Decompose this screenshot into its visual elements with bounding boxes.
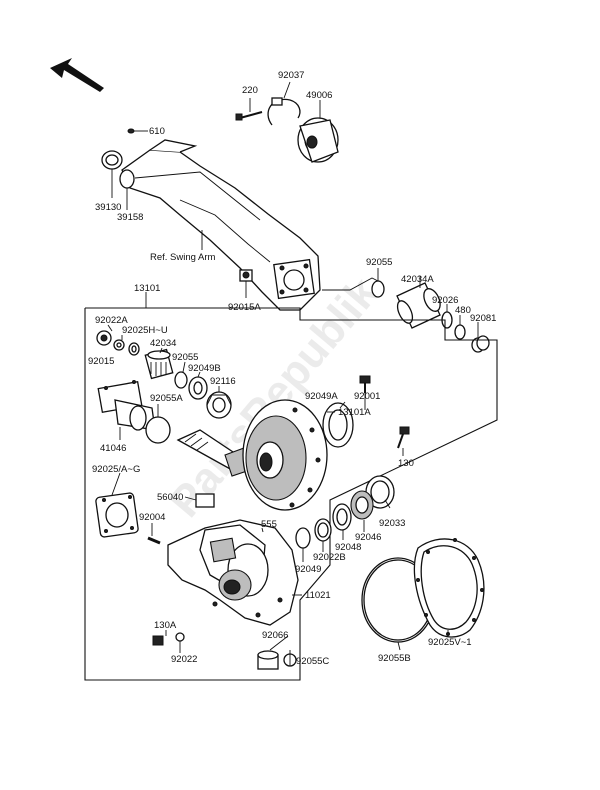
washer-92022 (175, 632, 185, 642)
bearing-92049 (295, 527, 311, 549)
bushing-610 (127, 128, 135, 134)
bolt-130 (397, 426, 410, 449)
label-92046: 92046 (355, 532, 381, 543)
bearing-92116 (206, 391, 232, 419)
label-92004: 92004 (139, 512, 165, 523)
ring-gear-13101A (242, 399, 328, 511)
label-ref-swing-arm: Ref. Swing Arm (150, 252, 216, 263)
boot-49006 (297, 117, 339, 163)
label-92025HU: 92025H~U (122, 325, 168, 336)
gear-case-11021 (167, 519, 299, 626)
ring-92033 (365, 475, 395, 509)
label-220: 220 (242, 85, 258, 96)
o-ring-92055B (361, 557, 435, 643)
bearing-92046 (350, 490, 374, 520)
bolt-130A (152, 635, 164, 646)
label-92022A: 92022A (95, 315, 128, 326)
bushing-39130 (101, 150, 123, 170)
label-92116: 92116 (210, 376, 236, 387)
boot-41046 (97, 380, 156, 431)
front-direction-arrow-icon (50, 58, 104, 92)
washer-92022A (113, 339, 125, 351)
label-92055C: 92055C (296, 656, 329, 667)
label-92049A: 92049A (305, 391, 338, 402)
label-42034A: 42034A (401, 274, 434, 285)
bolt-92001 (359, 375, 371, 393)
label-130A: 130A (154, 620, 177, 631)
o-ring-92055A (145, 416, 171, 444)
label-13101A: 13101A (338, 407, 371, 418)
swing-arm (119, 139, 321, 311)
label-39130: 39130 (95, 202, 121, 213)
spring-92081 (471, 335, 490, 353)
label-92025AG: 92025/A~G (92, 464, 140, 475)
shim-92022B (314, 518, 332, 542)
assembly-box-13101 (84, 307, 498, 681)
label-13101: 13101 (134, 283, 160, 294)
label-610: 610 (149, 126, 165, 137)
bearing-92048 (332, 503, 352, 531)
bearing-92049B (188, 376, 208, 400)
bolt-220 (235, 111, 263, 121)
label-130: 130 (398, 458, 414, 469)
label-92048: 92048 (335, 542, 361, 553)
shim-92025HU (128, 342, 140, 356)
label-92022B: 92022B (313, 552, 346, 563)
label-49006: 49006 (306, 90, 332, 101)
label-92055A: 92055A (150, 393, 183, 404)
label-92055B: 92055B (378, 653, 411, 664)
nut-92015 (96, 330, 112, 346)
label-11021: 11021 (305, 590, 331, 601)
ring-480 (454, 324, 466, 340)
label-92015A: 92015A (228, 302, 261, 313)
label-92066: 92066 (262, 630, 288, 641)
coupling-42034 (144, 348, 174, 380)
stud-92004 (147, 536, 161, 545)
label-92001: 92001 (354, 391, 380, 402)
label-92055-top: 92055 (366, 257, 392, 268)
label-41046: 41046 (100, 443, 126, 454)
plug-92066 (257, 650, 279, 670)
label-92049: 92049 (295, 564, 321, 575)
label-92015: 92015 (88, 356, 114, 367)
bearing-92049A (322, 402, 354, 448)
leader-lines (107, 81, 479, 666)
label-555: 555 (261, 519, 277, 530)
label-92055-mid: 92055 (172, 352, 198, 363)
label-92025V1: 92025V~1 (428, 637, 472, 648)
label-42034: 42034 (150, 338, 176, 349)
label-92026: 92026 (432, 295, 458, 306)
label-56040: 56040 (157, 492, 183, 503)
gasket-92025V1 (413, 538, 485, 638)
o-ring-92055-top (371, 280, 385, 298)
label-480: 480 (455, 305, 471, 316)
shaft-42034A (396, 282, 441, 329)
plate-56040 (195, 493, 215, 508)
label-92037: 92037 (278, 70, 304, 81)
nut-92015A (239, 269, 253, 282)
gasket-92025AG (95, 492, 139, 538)
label-92049B: 92049B (188, 363, 221, 374)
label-92081: 92081 (470, 313, 496, 324)
label-39158: 39158 (117, 212, 143, 223)
label-92022: 92022 (171, 654, 197, 665)
o-ring-92055-mid (174, 371, 188, 389)
clamp-92037 (267, 97, 301, 126)
part-labels: 220 92037 49006 610 39130 39158 Ref. Swi… (88, 70, 496, 667)
label-92033: 92033 (379, 518, 405, 529)
